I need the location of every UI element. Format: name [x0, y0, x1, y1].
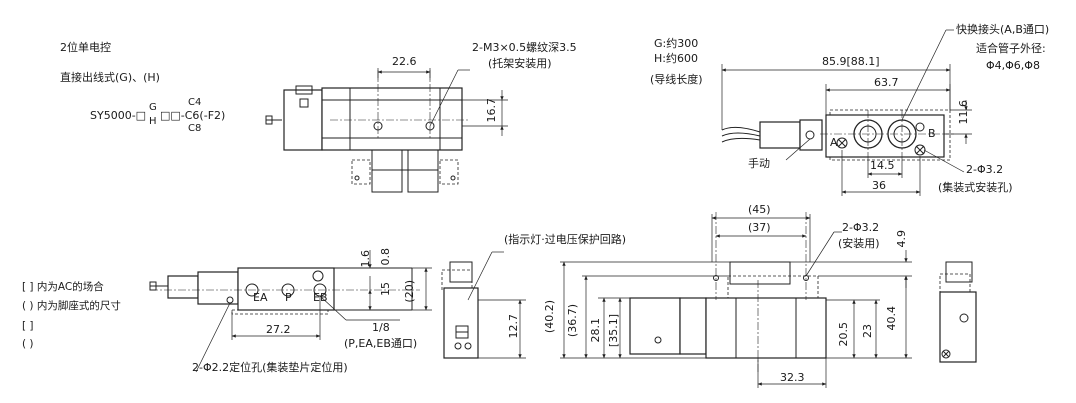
- dim-22-6: 22.6: [392, 55, 417, 68]
- model-type-label: 2位单电控: [60, 41, 111, 54]
- tube-sizes: Φ4,Φ6,Φ8: [986, 59, 1040, 72]
- top-view: [265, 68, 508, 193]
- legend-bracket-square: [ ]: [22, 320, 34, 332]
- dim-4-9: 4.9: [895, 230, 908, 248]
- dim-16-7: 16.7: [485, 98, 498, 123]
- dim-20: (20): [403, 280, 416, 303]
- screw-note-2: (托架安装用): [488, 57, 552, 70]
- dim-1-6: 1.6: [359, 250, 372, 268]
- front-view: [149, 250, 432, 373]
- legend-text: 内为脚座式的尺寸: [36, 300, 121, 312]
- dim-14-5: 14.5: [870, 159, 895, 172]
- side-view-right: [939, 261, 977, 363]
- lead-h: H:约600: [654, 52, 698, 65]
- tube-note: 适合管子外径:: [976, 42, 1046, 55]
- dim-15: 15: [379, 282, 392, 296]
- foot-view: [560, 212, 912, 388]
- port-a-label: A: [830, 136, 838, 149]
- dim-45: (45): [748, 203, 771, 216]
- port-p-label: P: [285, 291, 292, 304]
- dim-40-2: (40.2): [543, 300, 556, 334]
- dim-63-7: 63.7: [874, 76, 899, 89]
- manifold-holes-note: (集装式安装孔): [938, 181, 1013, 194]
- dim-85-9: 85.9[88.1]: [822, 55, 880, 68]
- legend-text: 内为AC的场合: [36, 281, 104, 293]
- screw-note: 2-M3×0.5螺纹深3.5: [472, 41, 577, 54]
- legend-bracket: [ ]: [22, 281, 34, 293]
- manifold-holes: 2-Φ3.2: [966, 163, 1004, 176]
- dim-11-6: 11.6: [957, 100, 970, 125]
- dim-37: (37): [748, 221, 771, 234]
- port-size: 1/8: [372, 321, 390, 334]
- dim-23: 23: [861, 324, 874, 338]
- foot-holes: 2-Φ3.2: [842, 221, 880, 234]
- legend-bracket: ( ): [22, 300, 34, 312]
- lead-note: (导线长度): [650, 73, 703, 86]
- dim-32-3: 32.3: [780, 371, 805, 384]
- legend-row-foot: ( ) 内为脚座式的尺寸: [22, 298, 121, 313]
- model-prefix: SY5000-□: [90, 109, 147, 122]
- lead-g: G:约300: [654, 37, 699, 50]
- dim-12-7: 12.7: [507, 314, 520, 339]
- dim-0-8: 0.8: [379, 248, 392, 266]
- dim-36-7: (36.7): [566, 304, 579, 338]
- dim-40-4: 40.4: [885, 306, 898, 331]
- model-c4: C4: [188, 97, 202, 108]
- port-note: (P,EA,EB通口): [344, 337, 418, 350]
- model-c8: C8: [188, 123, 202, 134]
- pin-note: 2-Φ2.2定位孔(集装垫片定位用): [192, 361, 348, 374]
- dim-28-1: 28.1: [589, 318, 602, 343]
- port-ea-label: EA: [253, 291, 268, 304]
- fitting-note: 快换接头(A,B通口): [956, 23, 1050, 36]
- model-mid: □□-C6(-F2): [160, 109, 226, 122]
- port-b-label: B: [928, 127, 936, 140]
- port-eb-label: EB: [313, 291, 328, 304]
- legend-bracket-round: ( ): [22, 338, 34, 350]
- indicator-note: (指示灯·过电压保护回路): [504, 233, 627, 246]
- top-right-view: [721, 29, 972, 196]
- dim-20-5: 20.5: [837, 322, 850, 347]
- legend-row-ac: [ ] 内为AC的场合: [22, 279, 104, 294]
- model-g: G: [149, 102, 157, 113]
- dim-36: 36: [872, 179, 886, 192]
- wiring-type-label: 直接出线式(G)、(H): [60, 71, 160, 84]
- side-view-small: [441, 251, 526, 359]
- model-h: H: [149, 116, 157, 127]
- dim-27-2: 27.2: [266, 323, 291, 336]
- manual-label: 手动: [748, 157, 770, 170]
- dim-35-1: [35.1]: [607, 314, 620, 348]
- foot-holes-note: (安装用): [838, 237, 880, 250]
